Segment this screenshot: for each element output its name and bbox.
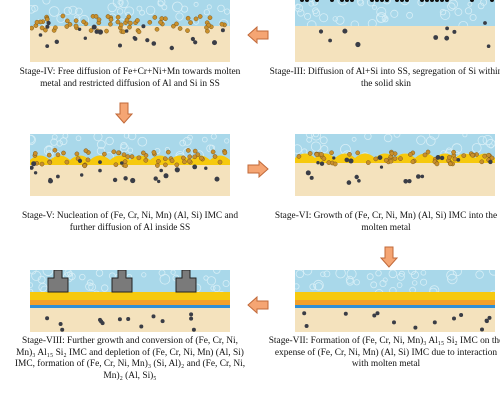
stage-v-panel: [30, 134, 230, 196]
arrow-left-icon: [247, 294, 269, 316]
stage-iii-panel: [295, 0, 495, 62]
stage-vii-caption: Stage-VII: Formation of (Fe, Cr, Ni, Mn)…: [268, 336, 500, 369]
arrow-down-icon: [378, 246, 400, 268]
stage-vii-diagram: [295, 270, 495, 332]
stage-vi-diagram: [295, 134, 495, 196]
stage-v-caption: Stage-V: Nucleation of (Fe, Cr, Ni, Mn) …: [21, 211, 239, 233]
stage-vii-panel: [295, 270, 495, 332]
stage-iv-panel: [30, 0, 230, 62]
stage-iii-caption: Stage-III: Diffusion of Al+Si into SS, s…: [269, 67, 500, 89]
stage-viii-diagram: [30, 270, 230, 332]
stage-iii-diagram: [295, 0, 495, 62]
stage-viii-panel: [30, 270, 230, 332]
arrow-right-icon: [247, 158, 269, 180]
stage-vi-panel: [295, 134, 495, 196]
stage-iv-diagram: [30, 0, 230, 62]
arrow-left-icon: [247, 24, 269, 46]
stage-viii-caption: Stage-VIII: Further growth and conversio…: [14, 336, 246, 381]
arrow-down-icon: [113, 102, 135, 124]
stage-iv-caption: Stage-IV: Free diffusion of Fe+Cr+Ni+Mn …: [19, 67, 241, 89]
stage-v-diagram: [30, 134, 230, 196]
stage-vi-caption: Stage-VI: Growth of (Fe, Cr, Ni, Mn) (Al…: [274, 211, 498, 233]
